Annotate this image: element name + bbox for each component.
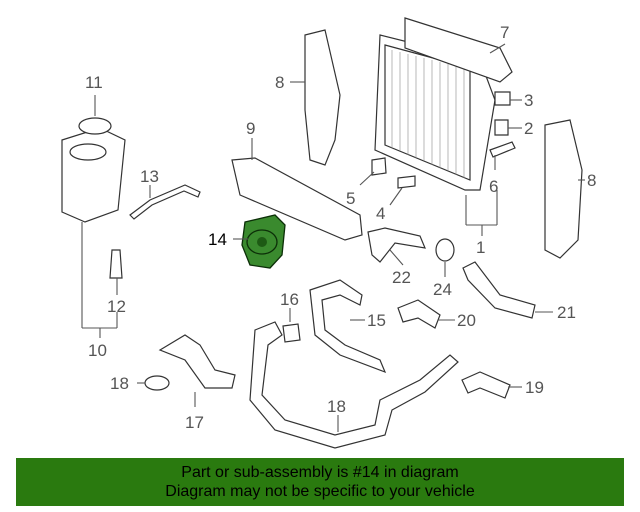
left-air-duct [304,29,341,166]
parts-diagram: 7 8 3 2 9 11 13 5 6 8 4 14 1 22 24 16 12… [61,17,596,449]
clip-4 [397,175,416,189]
oring-24 [435,238,455,262]
bracket-3 [494,91,511,106]
callout-20: 19 [525,378,544,397]
hose-21 [397,299,441,329]
callout-17: 17 [185,413,204,432]
hose-17 [158,334,236,389]
hose-20 [461,371,511,399]
info-banner: Part or sub-assembly is #14 in diagram D… [16,458,624,506]
banner-line-2: Diagram may not be specific to your vehi… [165,483,475,500]
hose-23 [367,227,426,263]
lower-support-bracket [231,157,363,241]
callout-15: 15 [367,311,386,330]
water-pump-highlighted [241,214,286,269]
callout-6: 6 [489,177,498,196]
right-air-duct [544,119,583,259]
hose-19 [249,321,459,449]
callout-24: 24 [433,280,452,299]
callout-5: 5 [346,189,355,208]
bleed-screw-6 [489,141,516,158]
callout-9: 9 [246,119,255,138]
callout-22: 21 [557,303,576,322]
callout-4: 4 [376,204,385,223]
grommet-2 [494,119,509,136]
callout-1: 1 [476,238,485,257]
callout-16: 16 [280,290,299,309]
expansion-tank [61,127,126,223]
callout-18: 18 [110,374,129,393]
callout-21: 20 [457,311,476,330]
callout-13: 13 [140,167,159,186]
top-mount-bracket [404,17,513,83]
expansion-tank-cap [78,117,112,135]
hose-22 [462,261,536,319]
callout-8-left: 8 [275,73,284,92]
callout-7: 7 [500,23,509,42]
callout-12: 12 [107,297,126,316]
hose-15 [309,279,387,374]
callout-23: 22 [392,268,411,287]
callout-8-right: 8 [587,171,596,190]
seal-16 [282,323,301,343]
bracket-5 [371,157,387,176]
callout-19: 18 [327,397,346,416]
callout-2: 2 [524,119,533,138]
callout-14: 14 [208,230,227,249]
cap-18 [144,375,170,391]
callout-3: 3 [524,91,533,110]
callout-11: 11 [85,73,103,92]
radiator [374,34,496,191]
vent-hose-13 [129,184,201,220]
banner-line-1: Part or sub-assembly is #14 in diagram [181,464,459,481]
callout-10: 10 [88,341,107,360]
leader-lines [81,43,585,432]
level-sensor [109,249,123,279]
